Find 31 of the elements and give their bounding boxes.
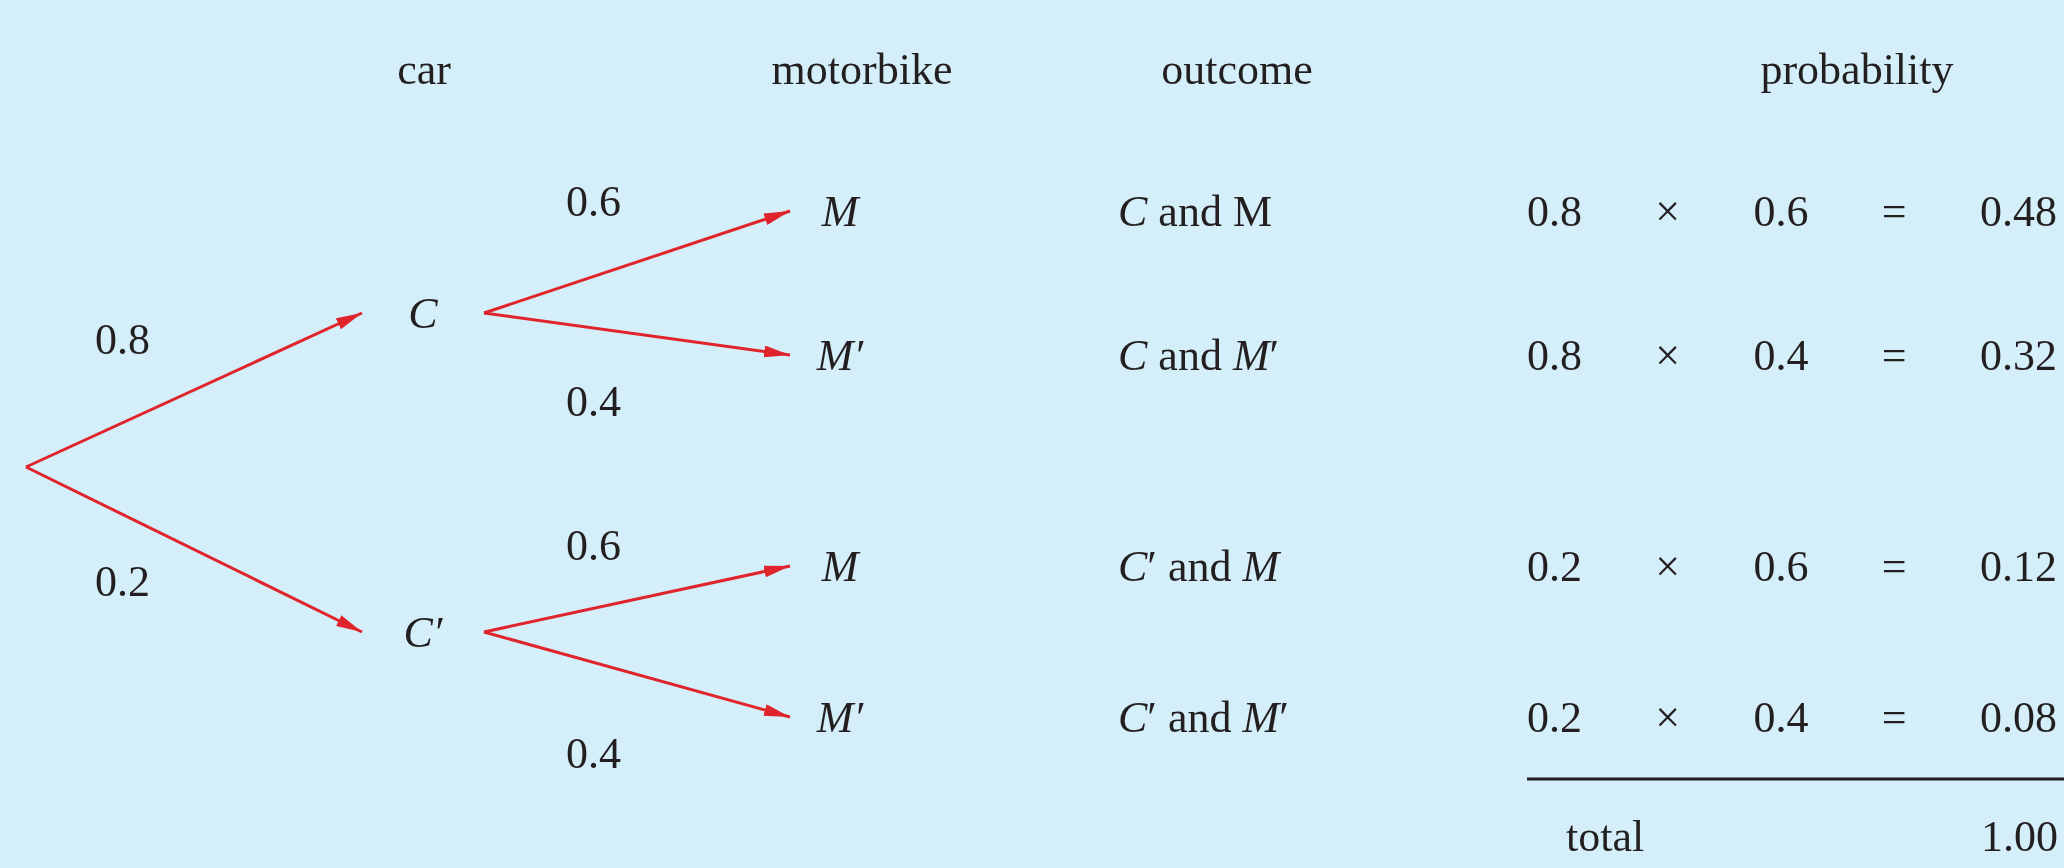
total-label: total: [1566, 815, 1645, 859]
arrow: [483, 311, 791, 358]
tree-node-label: M′: [790, 324, 890, 386]
tree-node-label: M: [790, 535, 890, 597]
column-header: probability: [1759, 48, 1955, 92]
tree-node-label: C′: [362, 599, 484, 665]
edge-label: 0.4: [566, 732, 621, 776]
arrow: [25, 311, 363, 469]
tree-node-label: M: [790, 180, 890, 242]
total-value: 1.00: [1981, 815, 2058, 859]
arrow: [25, 465, 363, 634]
edge-label: 0.6: [566, 524, 621, 568]
outcome-text: C′ and M: [1118, 545, 1280, 589]
arrow: [483, 630, 791, 719]
edge-label: 0.4: [566, 380, 621, 424]
outcome-text: C′ and M′: [1118, 696, 1289, 740]
outcome-text: C and M: [1118, 190, 1272, 234]
arrow: [483, 209, 791, 315]
outcome-text: C and M′: [1118, 334, 1280, 378]
edge-label: 0.2: [95, 560, 150, 604]
column-header: car: [396, 48, 452, 92]
edge-label: 0.8: [95, 318, 150, 362]
tree-node-label: M′: [790, 686, 890, 748]
tree-node-label: C: [362, 280, 484, 346]
probability-calculation: 0.8 × 0.6 = 0.48: [1527, 190, 2057, 234]
column-header: motorbike: [770, 48, 954, 92]
arrow: [483, 564, 791, 634]
edge-label: 0.6: [566, 180, 621, 224]
probability-calculation: 0.2 × 0.4 = 0.08: [1527, 696, 2057, 740]
probability-calculation: 0.8 × 0.4 = 0.32: [1527, 334, 2057, 378]
probability-calculation: 0.2 × 0.6 = 0.12: [1527, 545, 2057, 589]
